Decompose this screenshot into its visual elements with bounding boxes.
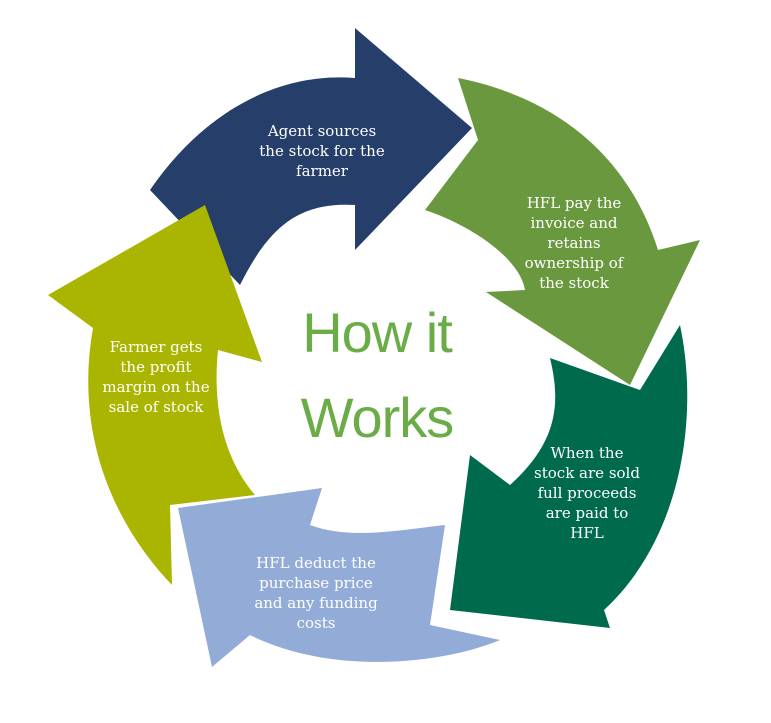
step-text-agent-sources: Agent sources the stock for the farmer [259,122,385,180]
step-text-line: are paid to [546,504,629,522]
arrow-shape-farmer-profit [48,205,262,585]
step-text-line: and any funding [254,594,378,612]
step-arrow-hfl-deduct: HFL deduct the purchase price and any fund… [178,488,500,667]
step-text-line: the profit [120,358,191,376]
step-text-line: stock are sold [534,464,640,482]
step-arrow-hfl-pay-invoice: HFL pay the invoice and retains ownership o… [425,78,700,385]
step-text-line: Agent sources [267,122,376,140]
step-text-line: margin on the [102,378,209,396]
center-title-line-1: How it [302,301,453,364]
step-text-line: HFL deduct the [256,554,376,572]
arrow-shape-agent-sources [150,28,472,285]
arrow-shape-hfl-deduct [178,488,500,667]
step-text-hfl-deduct: HFL deduct the purchase price and any fund… [254,554,378,632]
step-text-stock-sold: When the stock are sold full proceeds are p… [534,444,640,542]
center-title-line-2: Works [301,386,454,449]
step-text-line: Farmer gets [110,338,203,356]
step-text-line: ownership of [525,254,625,272]
step-text-line: invoice and [530,214,617,232]
step-text-line: retains [547,234,600,252]
step-text-line: costs [297,614,336,632]
arrow-shape-stock-sold [450,325,688,628]
step-arrow-stock-sold: When the stock are sold full proceeds are p… [450,325,688,628]
step-text-farmer-profit: Farmer gets the profit margin on the sale o… [102,338,209,416]
step-text-line: HFL pay the [527,194,622,212]
step-text-line: farmer [296,162,349,180]
step-arrow-agent-sources: Agent sources the stock for the farmer [150,28,472,285]
step-text-line: HFL [570,524,603,542]
step-text-line: the stock for the [259,142,385,160]
step-text-hfl-pay-invoice: HFL pay the invoice and retains ownership o… [525,194,625,292]
arrow-shape-hfl-pay-invoice [425,78,700,385]
step-text-line: sale of stock [109,398,205,416]
step-text-line: purchase price [259,574,373,592]
step-text-line: full proceeds [538,484,637,502]
step-text-line: When the [551,444,624,462]
step-text-line: the stock [539,274,609,292]
step-arrow-farmer-profit: Farmer gets the profit margin on the sale o… [48,205,262,585]
